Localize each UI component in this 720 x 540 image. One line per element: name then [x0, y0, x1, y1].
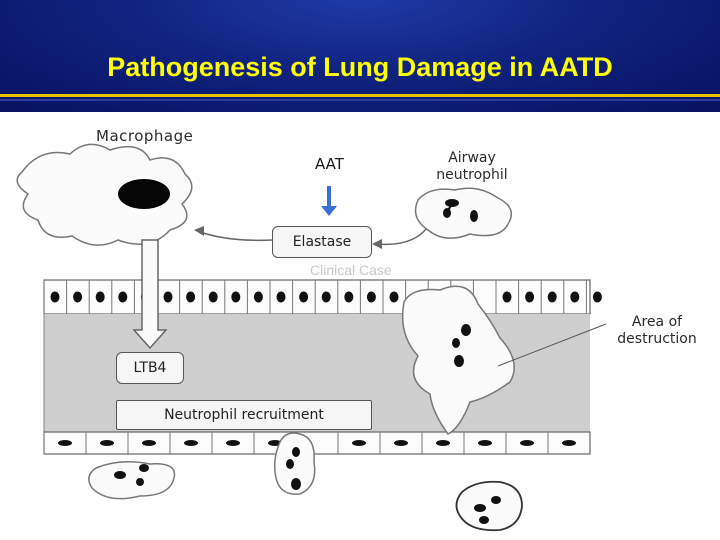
endothelial-cell-nucleus [520, 440, 534, 446]
endothelial-cell-nucleus [100, 440, 114, 446]
airway-neutrophil-label-line1: Airway [448, 150, 496, 166]
epithelial-cell-nucleus [50, 291, 60, 303]
epithelial-cell-nucleus [592, 291, 602, 303]
blood-neutrophil-right [455, 480, 523, 532]
endothelial-cell-nucleus [478, 440, 492, 446]
endothelial-cell-nucleus [394, 440, 408, 446]
aat-label: AAT [315, 155, 344, 173]
epithelial-cell-nucleus [547, 291, 557, 303]
neutrophil-recruitment-box: Neutrophil recruitment [116, 400, 372, 430]
neutrophil-to-elastase-arrow [377, 223, 431, 246]
slide-header [0, 0, 720, 112]
watermark-text: Clinical Case [310, 262, 392, 278]
epithelial-cell-nucleus [525, 291, 535, 303]
aat-arrow-head [321, 206, 337, 216]
ltb4-box: LTB4 [116, 352, 184, 384]
endothelium-row [43, 431, 591, 455]
endothelial-cell-nucleus [436, 440, 450, 446]
epithelial-cell-nucleus [321, 291, 331, 303]
destruction-neutrophil-nucleus [452, 324, 471, 367]
epithelial-cell-nucleus [95, 291, 105, 303]
elastase-box: Elastase [272, 226, 372, 258]
slide-title: Pathogenesis of Lung Damage in AATD [107, 52, 613, 82]
area-of-destruction-label: Area of destruction [608, 314, 706, 348]
epithelium-row [43, 279, 602, 315]
epithelial-cell-nucleus [570, 291, 580, 303]
epithelial-cell-nucleus [73, 291, 83, 303]
epithelial-cell-nucleus [208, 291, 218, 303]
endothelial-cell-nucleus [226, 440, 240, 446]
epithelial-cell-nucleus [186, 291, 196, 303]
macrophage-cell [16, 143, 193, 246]
airway-neutrophil-label: Airway neutrophil [432, 150, 512, 184]
macrophage-label: Macrophage [96, 127, 194, 145]
epithelial-cell-nucleus [118, 291, 128, 303]
epithelial-cell-nucleus [276, 291, 286, 303]
title-underline [0, 94, 720, 97]
airway-neutrophil-cell [414, 187, 513, 239]
title-underline-shadow [0, 99, 720, 101]
endothelial-cell-nucleus [58, 440, 72, 446]
macrophage-to-ltb4-arrow [132, 239, 168, 350]
endothelial-cell-nucleus [562, 440, 576, 446]
epithelial-cell-nucleus [502, 291, 512, 303]
macrophage-nucleus [118, 179, 170, 209]
airway-neutrophil-label-line2: neutrophil [436, 167, 508, 183]
epithelial-cell-nucleus [389, 291, 399, 303]
destruction-pointer [497, 323, 607, 367]
blood-neutrophil-left [88, 461, 176, 500]
epithelial-cell-nucleus [163, 291, 173, 303]
epithelial-cell-nucleus [299, 291, 309, 303]
area-label-line1: Area of [631, 314, 683, 330]
endothelial-cell-nucleus [142, 440, 156, 446]
airway-neutrophil-nucleus [443, 199, 478, 222]
endothelial-cell-nucleus [352, 440, 366, 446]
transmigrating-neutrophil [273, 432, 316, 495]
epithelial-cell-nucleus [231, 291, 241, 303]
epithelial-cell-nucleus [366, 291, 376, 303]
elastase-to-macrophage-arrow [199, 231, 273, 242]
epithelial-cell-nucleus [253, 291, 263, 303]
area-label-line2: destruction [617, 331, 697, 347]
aat-arrow-shaft [327, 186, 331, 208]
epithelial-cell-nucleus [344, 291, 354, 303]
endothelial-cell-nucleus [184, 440, 198, 446]
